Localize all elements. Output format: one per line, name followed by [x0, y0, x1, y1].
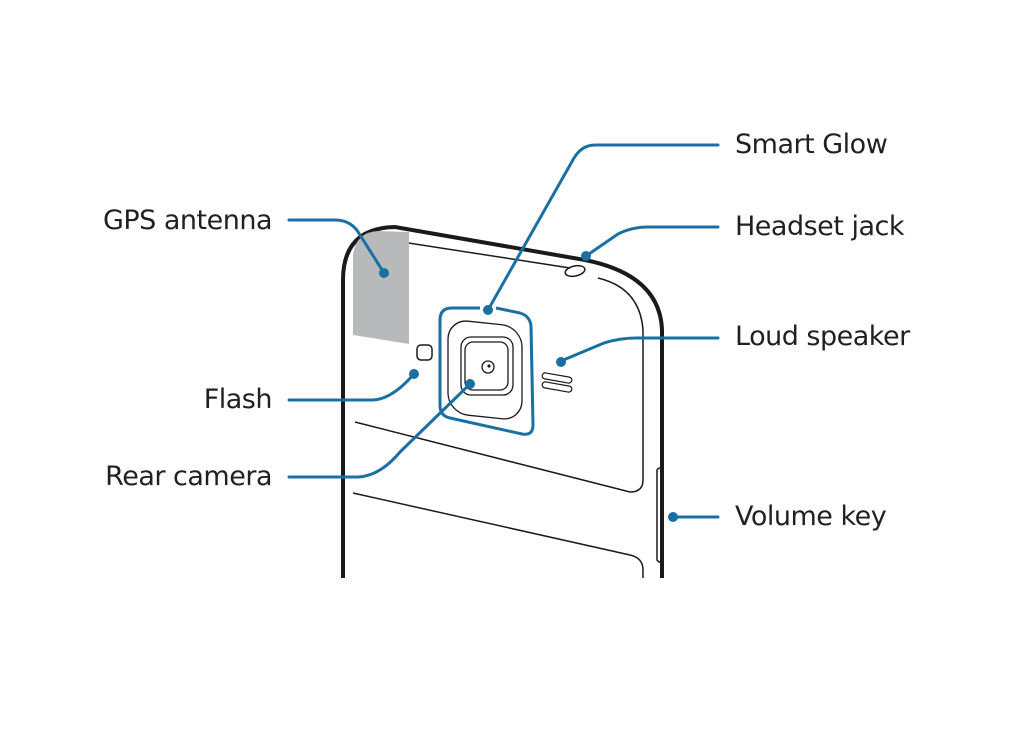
- label-smart-glow: Smart Glow: [735, 129, 888, 160]
- volume-key-shape: [656, 467, 663, 563]
- leader-gps-antenna: [287, 218, 386, 275]
- dot-volume-key: [668, 512, 678, 522]
- headset-jack-hole: [564, 264, 586, 278]
- flash-lens: [416, 344, 433, 361]
- camera-outer-bezel: [447, 320, 523, 420]
- dot-smart-glow: [483, 305, 493, 315]
- label-rear-camera: Rear camera: [105, 461, 272, 492]
- leader-lines: [287, 143, 720, 522]
- label-flash: Flash: [203, 384, 273, 415]
- dot-rear-camera: [465, 379, 475, 389]
- label-loud-speaker: Loud speaker: [735, 321, 910, 352]
- back-panel-upper: [354, 277, 644, 493]
- dot-loud-speaker: [556, 357, 566, 367]
- back-panel-lower: [352, 492, 644, 578]
- camera-inner-bezel-1: [460, 336, 514, 396]
- label-gps-antenna: GPS antenna: [102, 205, 273, 236]
- label-headset-jack: Headset jack: [735, 211, 904, 242]
- smart-glow-ring: [438, 306, 535, 436]
- label-volume-key: Volume key: [735, 501, 887, 532]
- dot-gps-antenna: [379, 268, 389, 278]
- dot-flash: [409, 369, 419, 379]
- camera-module: [438, 306, 535, 436]
- dot-headset-jack: [581, 251, 591, 261]
- camera-lens: [481, 360, 495, 374]
- speaker-grille: [541, 372, 573, 393]
- leader-headset-jack: [584, 225, 720, 258]
- leader-rear-camera: [287, 382, 472, 479]
- camera-lens-center: [487, 364, 491, 368]
- leader-loud-speaker: [559, 336, 720, 363]
- leader-flash: [287, 373, 415, 402]
- camera-inner-bezel-2: [464, 341, 509, 391]
- gps-antenna-area: [353, 231, 409, 344]
- leader-smart-glow: [486, 143, 720, 312]
